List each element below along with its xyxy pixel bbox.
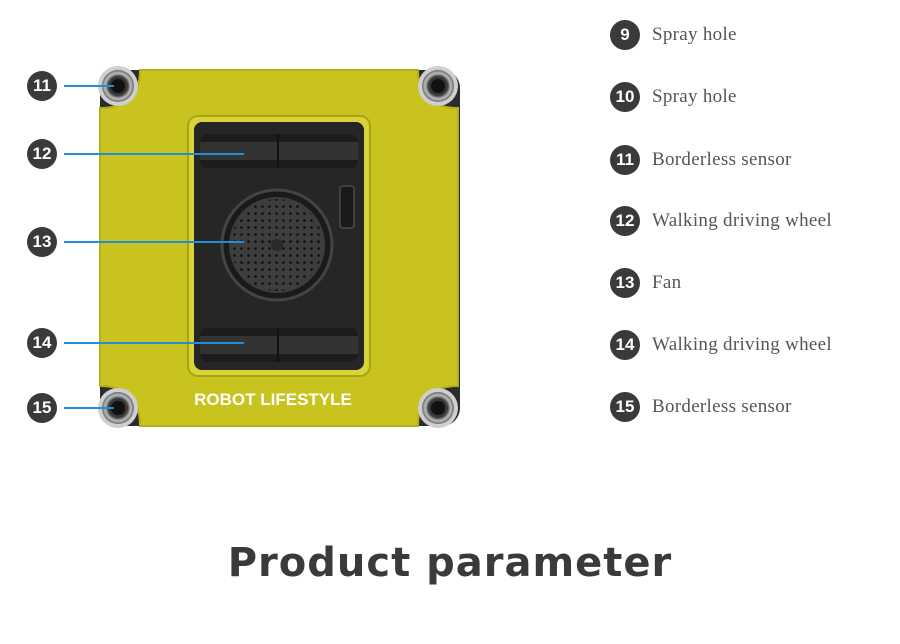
legend-item: 14 Walking driving wheel	[610, 330, 832, 360]
indicator-slot	[339, 185, 355, 229]
legend-item: 11 Borderless sensor	[610, 145, 792, 175]
legend-item: 12 Walking driving wheel	[610, 206, 832, 236]
legend-badge: 12	[610, 206, 640, 236]
legend-item: 9 Spray hole	[610, 20, 737, 50]
legend-badge: 14	[610, 330, 640, 360]
sensor-top-left	[98, 66, 138, 106]
legend-label: Spray hole	[652, 24, 737, 45]
sensor-bottom-left	[98, 388, 138, 428]
callout-badge-12: 12	[27, 139, 57, 169]
legend-label: Fan	[652, 272, 682, 293]
legend-badge: 11	[610, 145, 640, 175]
lower-driving-wheel	[200, 328, 358, 362]
legend-label: Borderless sensor	[652, 396, 792, 417]
fan	[220, 188, 334, 302]
callout-badge-13: 13	[27, 227, 57, 257]
brand-text: ROBOT LIFESTYLE	[194, 390, 352, 409]
legend-badge: 15	[610, 392, 640, 422]
section-title: Product parameter	[227, 540, 673, 586]
legend-badge: 10	[610, 82, 640, 112]
legend-badge: 9	[610, 20, 640, 50]
upper-driving-wheel	[200, 134, 358, 168]
callout-badge-11: 11	[27, 71, 57, 101]
legend-label: Walking driving wheel	[652, 210, 832, 231]
legend-item: 13 Fan	[610, 268, 681, 298]
legend-label: Walking driving wheel	[652, 334, 832, 355]
legend-item: 15 Borderless sensor	[610, 392, 792, 422]
callout-badge-14: 14	[27, 328, 57, 358]
legend-item: 10 Spray hole	[610, 82, 737, 112]
legend-label: Borderless sensor	[652, 149, 792, 170]
legend-label: Spray hole	[652, 86, 737, 107]
callout-badge-15: 15	[27, 393, 57, 423]
sensor-top-right	[418, 66, 458, 106]
legend-badge: 13	[610, 268, 640, 298]
callout-lines	[64, 85, 244, 409]
sensor-bottom-right	[418, 388, 458, 428]
